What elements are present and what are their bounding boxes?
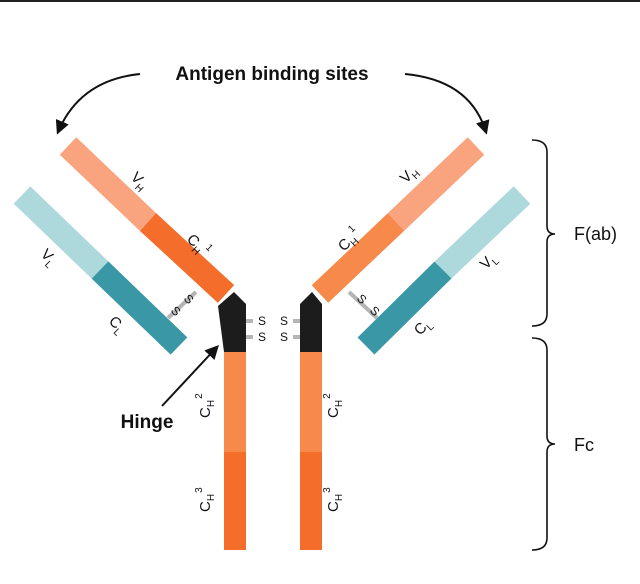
hinge-s-bottom-right: S xyxy=(280,330,288,344)
left-ch1-segment xyxy=(139,213,235,303)
left-cl-segment xyxy=(91,261,188,355)
right-vh-segment xyxy=(387,137,485,231)
right-ch2-segment xyxy=(300,352,322,452)
hinge-s-bg-1 xyxy=(253,313,293,329)
left-vl-segment xyxy=(13,186,109,279)
hinge-label: Hinge xyxy=(121,412,174,433)
fab-brace xyxy=(531,139,556,327)
left-ch3-label: CH3 xyxy=(194,487,217,512)
left-ch2-segment xyxy=(224,352,246,452)
left-vh-segment xyxy=(59,137,157,231)
hinge-s-top-right: S xyxy=(280,314,288,328)
right-cl-label: CL xyxy=(411,315,437,341)
hinge-s-bottom-left: S xyxy=(258,330,266,344)
right-ch1-segment xyxy=(311,213,405,303)
hinge-s-bg-2 xyxy=(253,329,293,345)
right-vl-segment xyxy=(434,186,531,279)
right-light-s-1: S xyxy=(354,291,370,307)
right-cl-segment xyxy=(357,261,452,355)
right-hinge xyxy=(300,292,322,352)
right-ch3-segment xyxy=(300,452,322,550)
fc-label: Fc xyxy=(574,435,594,455)
left-vl-label: VL xyxy=(35,246,60,271)
right-ch3-label: CH3 xyxy=(322,487,345,512)
fc-brace xyxy=(531,337,556,551)
right-binding-arrow xyxy=(404,73,490,135)
left-cl-label: CL xyxy=(103,313,129,339)
right-ch2-label: CH2 xyxy=(322,393,345,418)
fab-label: F(ab) xyxy=(574,224,617,244)
left-ch2-label: CH2 xyxy=(194,393,217,418)
hinge-arrow xyxy=(161,344,219,407)
right-vl-label: VL xyxy=(477,249,502,274)
hinge-s-top-left: S xyxy=(258,314,266,328)
left-ch3-segment xyxy=(224,452,246,550)
antigen-binding-sites-label: Antigen binding sites xyxy=(175,64,368,85)
left-light-bond xyxy=(166,290,198,320)
left-hinge xyxy=(218,292,246,352)
top-border xyxy=(0,0,640,2)
left-binding-arrow xyxy=(55,73,141,135)
right-light-bond xyxy=(347,290,379,320)
